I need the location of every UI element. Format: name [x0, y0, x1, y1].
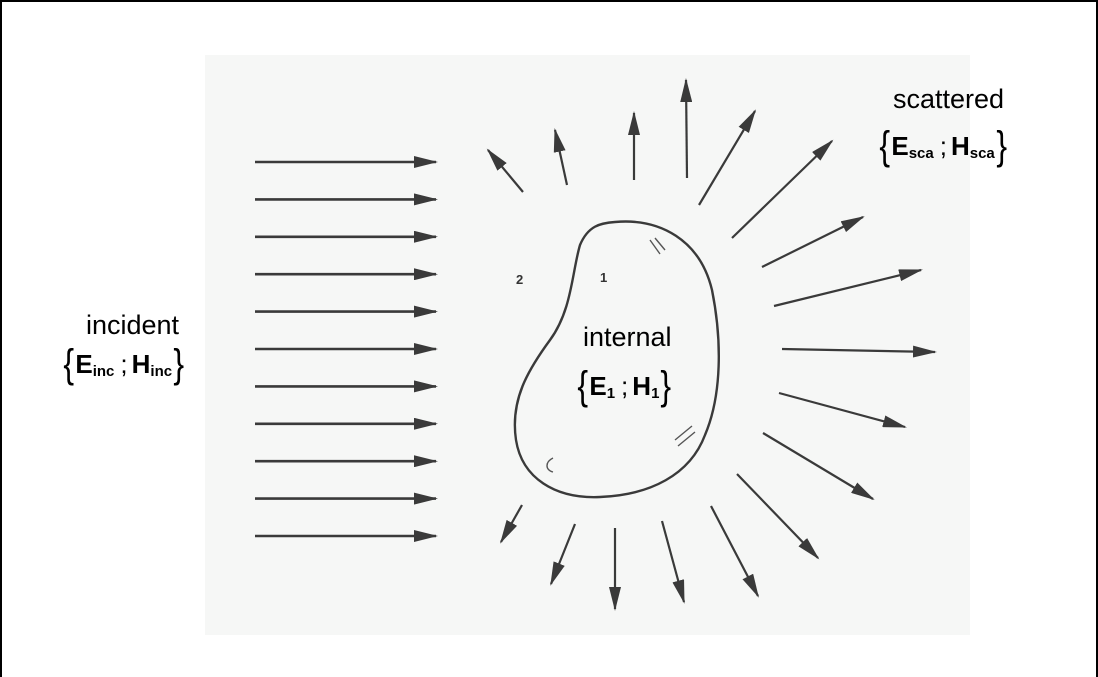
internal-e-subscript: 1	[606, 384, 616, 402]
scattered-arrow	[549, 523, 577, 586]
scattered-h-subscript: sca	[969, 144, 995, 162]
scattered-e-symbol: E	[891, 130, 909, 161]
figure-paper	[205, 55, 970, 635]
open-brace-icon: {	[879, 124, 891, 168]
scattered-arrow	[761, 216, 865, 268]
scattered-arrow	[778, 391, 907, 429]
internal-h-subscript: 1	[651, 384, 660, 402]
scattered-arrows	[486, 78, 937, 611]
incident-label: incident	[86, 310, 180, 340]
incident-e-symbol: E	[75, 348, 93, 379]
scattered-arrow	[553, 128, 569, 186]
scattered-arrow	[731, 139, 834, 239]
scattered-arrow	[698, 109, 757, 206]
internal-e-symbol: E	[589, 370, 607, 401]
scattered-arrow	[680, 78, 693, 179]
scattered-arrow	[773, 268, 923, 308]
incident-h-subscript: inc	[150, 362, 173, 380]
internal-h-symbol: H	[632, 370, 652, 401]
incident-h-symbol: H	[131, 348, 151, 379]
internal-separator: ;	[621, 370, 629, 401]
scattered-arrow	[710, 505, 759, 598]
incident-separator: ;	[120, 348, 128, 379]
region-1-label: 1	[600, 270, 608, 285]
open-brace-icon: {	[63, 342, 75, 386]
scattered-arrow	[660, 520, 686, 604]
close-brace-icon: }	[996, 124, 1007, 168]
incident-arrows	[255, 156, 438, 542]
scattered-arrow	[762, 432, 875, 501]
close-brace-icon: }	[660, 364, 672, 408]
region-2-label: 2	[516, 272, 524, 287]
incident-e-subscript: inc	[92, 362, 115, 380]
internal-label: internal	[583, 322, 672, 352]
close-brace-icon: }	[173, 342, 185, 386]
scattered-arrow	[781, 345, 937, 358]
particle-boundary	[513, 220, 720, 499]
scattered-h-symbol: H	[950, 130, 970, 161]
scattered-label: scattered	[893, 84, 1005, 114]
scattered-arrow	[500, 504, 523, 544]
scattered-arrow	[486, 148, 524, 193]
scattered-e-subscript: sca	[908, 144, 934, 162]
scattered-separator: ;	[939, 130, 947, 161]
particle-highlight-marks	[546, 237, 696, 473]
open-brace-icon: {	[577, 364, 589, 408]
scattered-arrow	[736, 473, 820, 560]
